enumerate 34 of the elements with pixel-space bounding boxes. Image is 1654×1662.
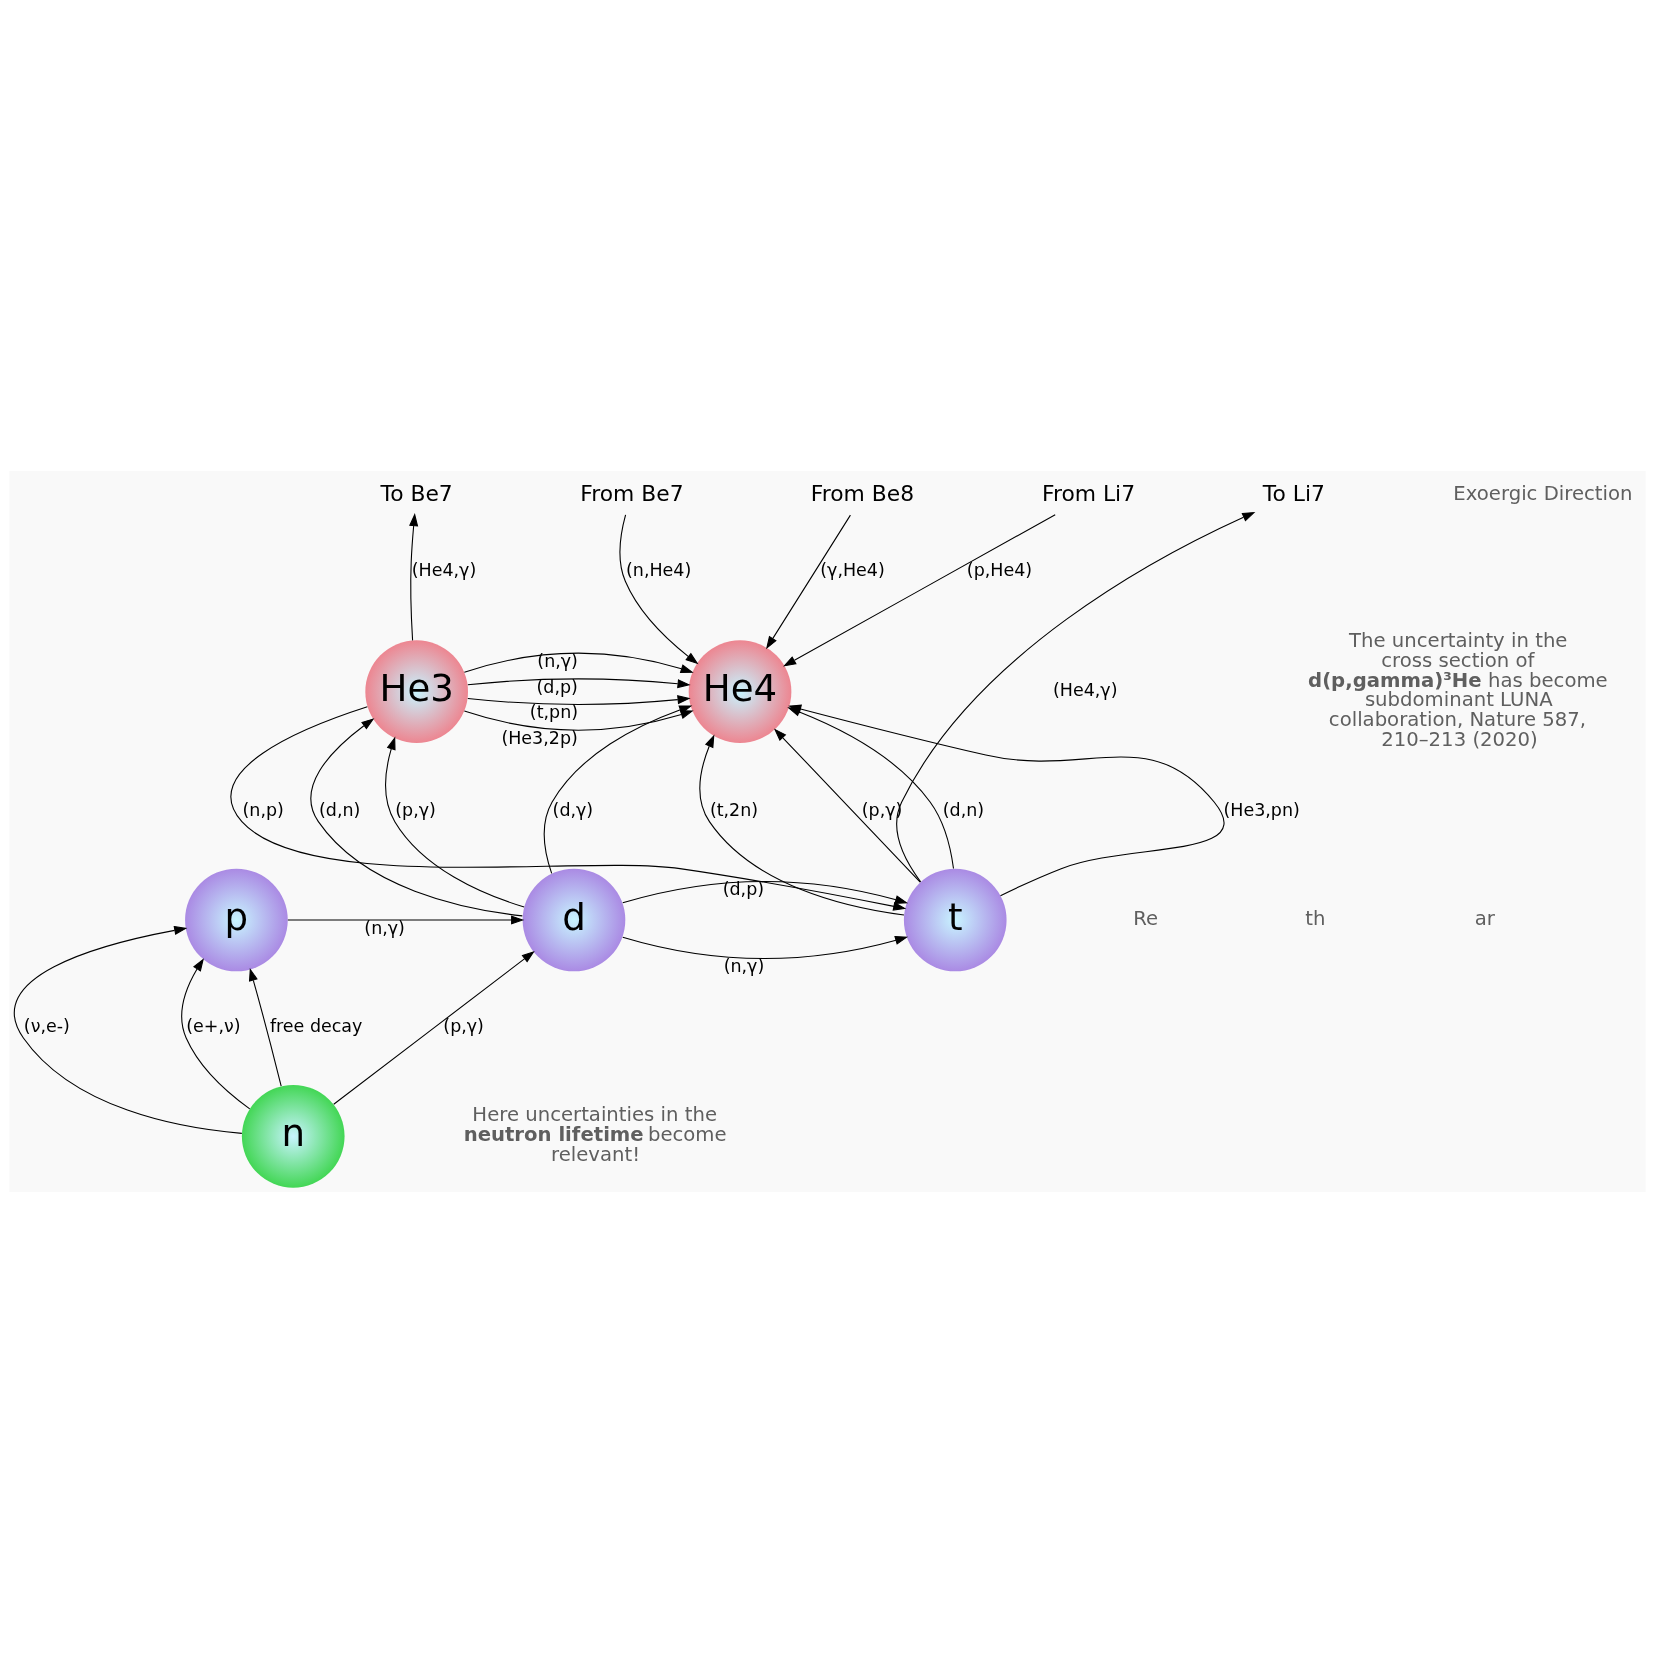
edge-label: (n,p) [242,799,284,820]
node-text: From Be8 [810,480,914,505]
edge-label: (He4,γ) [1052,679,1117,700]
edge-label: (γ,He4) [819,559,885,580]
node-text: From Be7 [579,480,684,505]
label: The uncertainty in the cross section of d(p,gamma)³He has become subdominant LUNA collaboration, Nature 587, 210–213 (2020) [1307,628,1608,751]
label: Re [1132,906,1158,930]
edge-label: (He4,γ) [411,559,476,580]
edge-label: (d,n) [318,799,360,820]
node-text: To Be7 [380,480,453,505]
label: th [1304,906,1326,930]
edge-label: (d,p) [536,676,578,697]
edge-label: (t,2n) [709,799,758,820]
edge-label: (p,He4) [966,559,1032,580]
node-text: From Li7 [1041,480,1135,505]
edge-label: (d,γ) [552,799,593,820]
edge-label: (n,He4) [625,559,691,580]
label: Exoergic Direction [1452,481,1632,505]
edge-label: (n,γ) [363,917,405,938]
label: ar [1474,906,1495,930]
edge-label: (d,n) [942,799,984,820]
node-text: To Li7 [1262,480,1325,505]
edge-label: (d,p) [722,878,764,899]
edge-label: (e+,ν) [185,1015,241,1036]
edge-label: (t,pn) [529,701,578,722]
label: Here uncertainties in the neutron lifetime become relevant! [463,1102,727,1166]
edge-label: (p,γ) [394,799,436,820]
edge-label: (He3,2p) [500,727,578,748]
edge-label: (He3,pn) [1222,799,1300,820]
edge-label: (n,γ) [536,650,578,671]
edge-label: (ν,e-) [23,1015,70,1036]
edge-label: free decay [269,1015,362,1036]
edge-label: (p,γ) [442,1015,484,1036]
edge-label: (n,γ) [723,955,764,976]
